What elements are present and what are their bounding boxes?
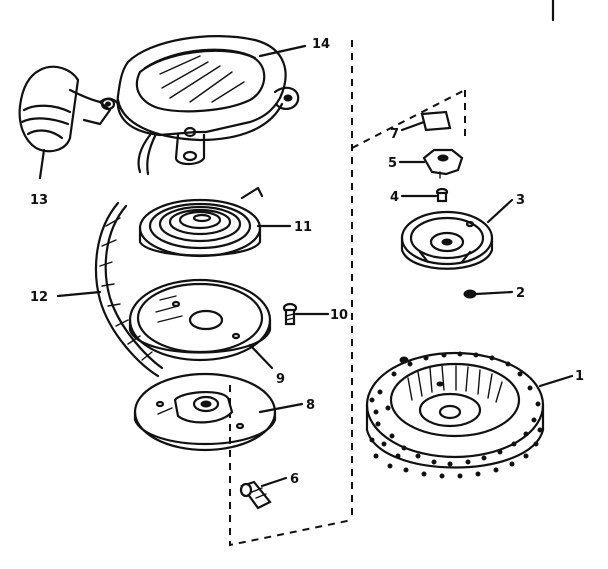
part-8-base-plate bbox=[133, 372, 277, 452]
label-10: 10 bbox=[330, 308, 348, 323]
label-8: 8 bbox=[306, 398, 315, 413]
part-5-retainer bbox=[422, 148, 464, 179]
part-14-starter-housing bbox=[100, 35, 300, 176]
label-5: 5 bbox=[388, 156, 397, 171]
part-13-handle bbox=[18, 65, 122, 153]
label-4: 4 bbox=[390, 190, 399, 205]
part-3-cup bbox=[400, 210, 494, 270]
label-11: 11 bbox=[294, 220, 312, 235]
part-6-pin bbox=[239, 480, 272, 510]
part-labels: 14 13 11 12 10 9 8 6 7 5 4 3 2 1 bbox=[30, 37, 584, 487]
label-9: 9 bbox=[276, 372, 285, 387]
label-14: 14 bbox=[312, 37, 330, 52]
label-3: 3 bbox=[516, 193, 525, 208]
part-2-nut bbox=[463, 289, 477, 299]
part-7-pawl bbox=[420, 110, 452, 132]
dashed-boundary bbox=[229, 40, 466, 547]
part-4-screw bbox=[435, 187, 449, 203]
part-1-screen bbox=[365, 351, 545, 479]
leader-lines bbox=[38, 44, 574, 488]
label-12: 12 bbox=[30, 290, 48, 305]
label-2: 2 bbox=[516, 286, 525, 301]
label-1: 1 bbox=[575, 369, 584, 384]
part-9-pulley bbox=[128, 278, 274, 370]
part-10-screw bbox=[282, 302, 298, 326]
label-6: 6 bbox=[290, 472, 299, 487]
label-7: 7 bbox=[390, 127, 399, 142]
part-11-recoil-spring bbox=[138, 186, 264, 258]
part-12-rope bbox=[94, 201, 164, 378]
label-13: 13 bbox=[30, 193, 48, 208]
